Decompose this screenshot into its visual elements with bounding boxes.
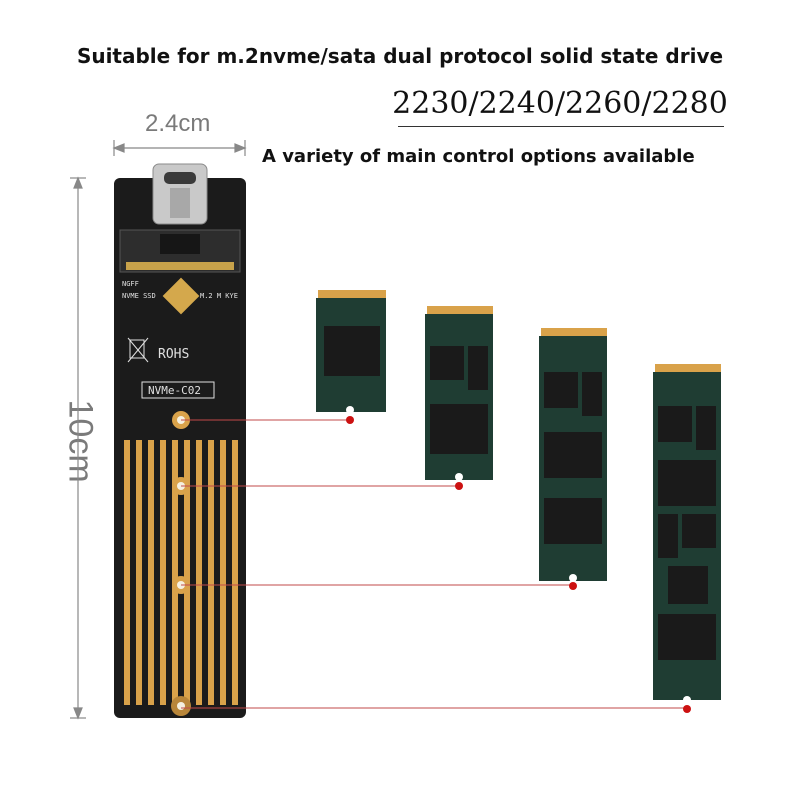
subtitle: A variety of main control options availa… (262, 146, 695, 167)
m2-label: M.2 M KYE (200, 292, 238, 300)
width-dimension-label: 2.4cm (145, 110, 211, 137)
ssd-2240 (425, 306, 493, 481)
ssd-2280 (653, 364, 721, 704)
ssd-sizes: 2230/2240/2260/2280 (392, 86, 728, 121)
width-dimension-line (112, 140, 247, 156)
copper-pad (124, 440, 238, 705)
red-markers (346, 416, 691, 713)
usb-c-port (152, 163, 208, 225)
m2-slot (119, 229, 241, 273)
height-dimension-line (70, 176, 86, 720)
headline: Suitable for m.2nvme/sata dual protocol … (76, 44, 724, 68)
sizes-underline (398, 126, 724, 127)
nvme-ssd-label: NVME SSD (122, 292, 156, 300)
model-label: NVMe-C02 (148, 384, 201, 397)
leader-lines (181, 419, 687, 709)
ngff-label: NGFF (122, 280, 139, 288)
rohs-label: ROHS (158, 347, 189, 362)
model-label-box (141, 381, 215, 399)
ssd-2230 (316, 290, 386, 414)
weee-icon (127, 337, 149, 363)
enclosure-board: NGFF NVME SSD M.2 M KYE ROHS NVMe-C02 (114, 163, 246, 718)
controller-chip (162, 277, 200, 315)
ssd-2260 (539, 328, 607, 582)
